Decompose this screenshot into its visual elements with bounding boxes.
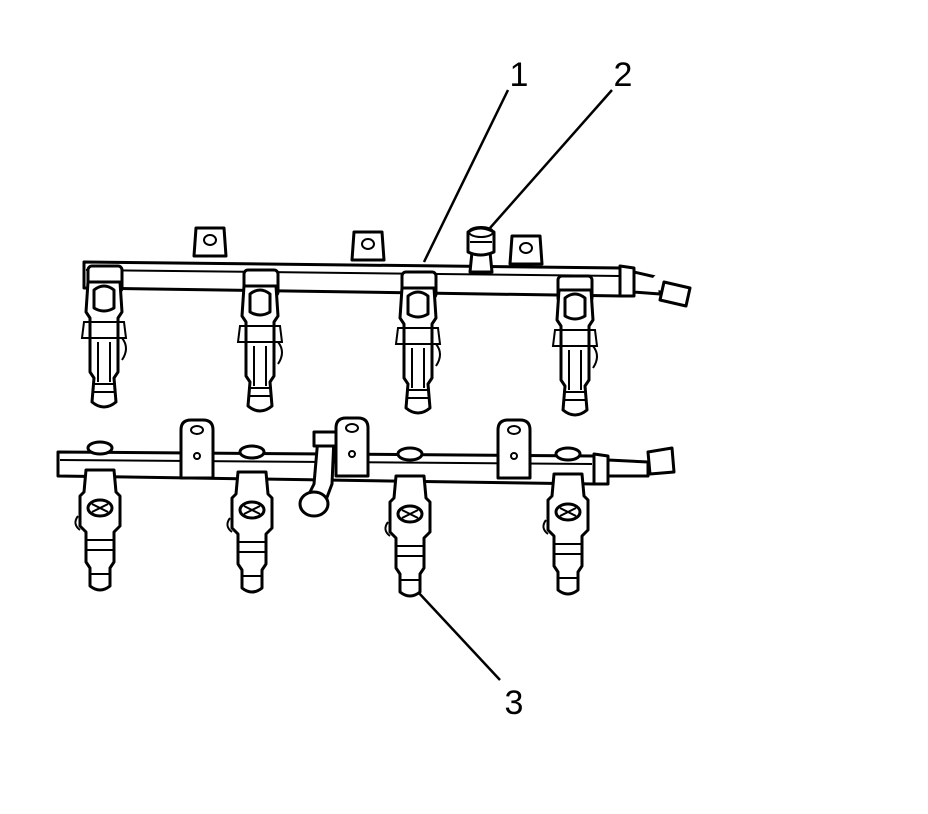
- lower-fuel-injectors: [73, 440, 590, 598]
- callout-2: 2: [614, 56, 633, 94]
- fuel-pressure-test-port: [466, 226, 496, 274]
- upper-fuel-injectors: [80, 264, 599, 417]
- fuel-injector-callout-3: [383, 474, 432, 598]
- fuel-feed-pipe: [298, 430, 338, 518]
- callout-3: 3: [505, 684, 524, 722]
- callout-1: 1: [510, 56, 529, 94]
- fuel-crossover-hose: [644, 274, 847, 476]
- lower-fuel-rail: [56, 416, 650, 518]
- callout-leaders: [417, 89, 613, 681]
